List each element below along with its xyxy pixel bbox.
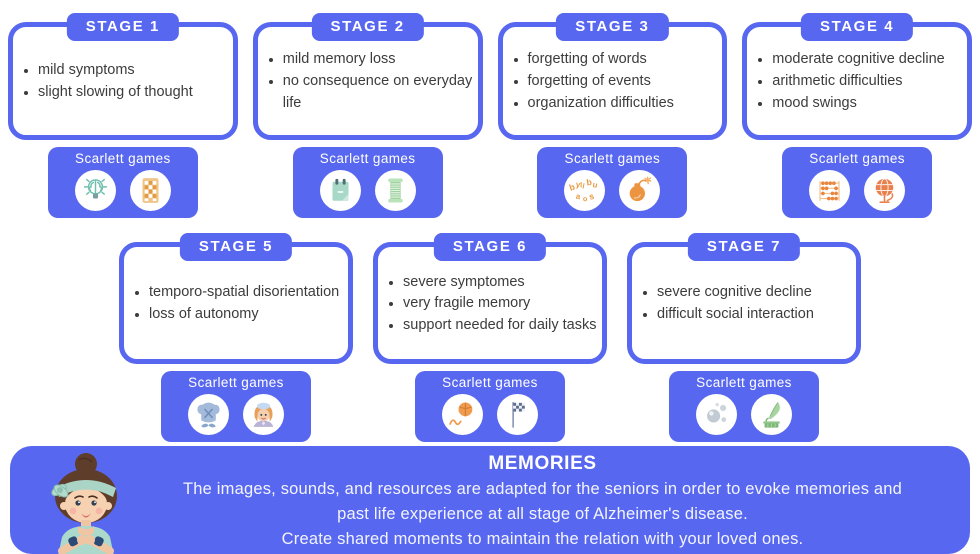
stage-1-header: STAGE 1 — [66, 13, 180, 41]
stage-4-bullets: moderate cognitive decline arithmetic di… — [747, 47, 949, 114]
bullet: very fragile memory — [403, 293, 596, 315]
stage-3-bullets: forgetting of words forgetting of events… — [503, 47, 678, 114]
badge-label: Scarlett games — [188, 375, 284, 391]
badge-icons — [537, 170, 687, 212]
bullet: difficult social interaction — [657, 304, 814, 326]
bullet: forgetting of events — [528, 71, 674, 93]
stage-1-bullets: mild symptoms slight slowing of thought — [13, 58, 197, 104]
stage-5-games-badge: Scarlett games — [161, 371, 311, 443]
bullet: forgetting of words — [528, 49, 674, 71]
memories-line: Create shared moments to maintain the re… — [281, 529, 804, 548]
stage-7-header: STAGE 7 — [687, 233, 801, 262]
stage-4-section: STAGE 4 moderate cognitive decline arith… — [742, 8, 972, 219]
stages-row-top: STAGE 1 mild symptoms slight slowing of … — [0, 0, 980, 219]
badge-label: Scarlett games — [75, 151, 171, 166]
gramophone-icon — [751, 394, 792, 436]
badge-icons — [782, 170, 932, 212]
stage-3-section: STAGE 3 forgetting of words forgetting o… — [497, 8, 728, 219]
badge-label: Scarlett games — [319, 151, 416, 166]
stage-7-games-badge: Scarlett games — [669, 371, 819, 443]
chef-hat-icon — [188, 394, 229, 436]
scattered-letters-icon — [564, 170, 606, 212]
bouncing-ball-icon — [442, 394, 483, 436]
bullet: mild memory loss — [283, 49, 474, 71]
memories-line: past life experience at all stage of Alz… — [337, 505, 748, 524]
scroll-icon — [374, 170, 416, 212]
stage-3-card: STAGE 3 forgetting of words forgetting o… — [497, 13, 728, 140]
stage-3-header: STAGE 3 — [556, 13, 669, 41]
stage-2-games-badge: Scarlett games — [292, 147, 443, 219]
brain-idea-icon — [74, 170, 116, 212]
stage-3-games-badge: Scarlett games — [537, 147, 688, 219]
stage-6-games-badge: Scarlett games — [415, 371, 565, 443]
bullet: severe cognitive decline — [657, 282, 814, 304]
badge-icons — [415, 394, 565, 436]
caregiver-woman-icon — [243, 394, 284, 436]
bullet: moderate cognitive decline — [772, 49, 945, 71]
bullet: no consequence on everyday life — [283, 71, 474, 115]
bullet: organization difficulties — [528, 93, 674, 115]
stage-5-header: STAGE 5 — [179, 233, 293, 262]
stage-4-header: STAGE 4 — [800, 13, 914, 41]
stage-6-section: STAGE 6 severe symptomes very fragile me… — [373, 228, 607, 443]
memories-banner: MEMORIES The images, sounds, and resourc… — [10, 446, 970, 554]
badge-icons — [669, 394, 819, 436]
stage-5-bullets: temporo-spatial disorientation loss of a… — [124, 280, 343, 326]
bullet: arithmetic difficulties — [772, 71, 945, 93]
bullet: slight slowing of thought — [38, 82, 193, 104]
checkered-flag-icon — [497, 394, 538, 436]
globe-icon — [864, 170, 906, 212]
memories-text-block: MEMORIES The images, sounds, and resourc… — [10, 446, 970, 551]
senior-woman-illustration — [51, 453, 117, 554]
memories-title: MEMORIES — [488, 453, 597, 475]
stages-row-bottom: STAGE 5 temporo-spatial disorientation l… — [119, 228, 861, 443]
bullet: severe symptomes — [403, 272, 596, 294]
badge-icons — [48, 170, 198, 212]
stage-1-card: STAGE 1 mild symptoms slight slowing of … — [8, 13, 238, 140]
stage-2-card: STAGE 2 mild memory loss no consequence … — [252, 13, 483, 140]
number-grid-icon — [129, 170, 171, 212]
abacus-icon — [809, 170, 851, 212]
bullet: mood swings — [772, 93, 945, 115]
badge-label: Scarlett games — [696, 375, 792, 391]
badge-label: Scarlett games — [809, 151, 905, 166]
bullet: support needed for daily tasks — [403, 315, 596, 337]
stage-7-section: STAGE 7 severe cognitive decline difficu… — [627, 228, 861, 443]
stage-4-games-badge: Scarlett games — [782, 147, 933, 219]
stage-4-card: STAGE 4 moderate cognitive decline arith… — [742, 13, 972, 140]
memories-line: The images, sounds, and resources are ad… — [182, 480, 903, 499]
stage-7-bullets: severe cognitive decline difficult socia… — [632, 280, 818, 326]
stage-6-header: STAGE 6 — [433, 233, 547, 262]
stage-5-section: STAGE 5 temporo-spatial disorientation l… — [119, 228, 353, 443]
bomb-icon — [619, 170, 661, 212]
badge-label: Scarlett games — [442, 375, 538, 391]
stage-6-bullets: severe symptomes very fragile memory sup… — [378, 270, 600, 337]
badge-label: Scarlett games — [564, 151, 661, 166]
stage-7-card: STAGE 7 severe cognitive decline difficu… — [627, 233, 861, 365]
badge-icons — [293, 170, 443, 212]
stage-1-section: STAGE 1 mild symptoms slight slowing of … — [8, 8, 238, 219]
stage-6-card: STAGE 6 severe symptomes very fragile me… — [373, 233, 607, 365]
bullet: loss of autonomy — [149, 304, 339, 326]
bubbles-icon — [696, 394, 737, 436]
calendar-icon — [319, 170, 361, 212]
bullet: mild symptoms — [38, 60, 193, 82]
stage-2-section: STAGE 2 mild memory loss no consequence … — [252, 8, 483, 219]
badge-icons — [161, 394, 311, 436]
stage-1-games-badge: Scarlett games — [47, 147, 198, 219]
stage-2-bullets: mild memory loss no consequence on every… — [258, 47, 478, 114]
stage-5-card: STAGE 5 temporo-spatial disorientation l… — [119, 233, 353, 365]
bullet: temporo-spatial disorientation — [149, 282, 339, 304]
stage-2-header: STAGE 2 — [311, 13, 424, 41]
